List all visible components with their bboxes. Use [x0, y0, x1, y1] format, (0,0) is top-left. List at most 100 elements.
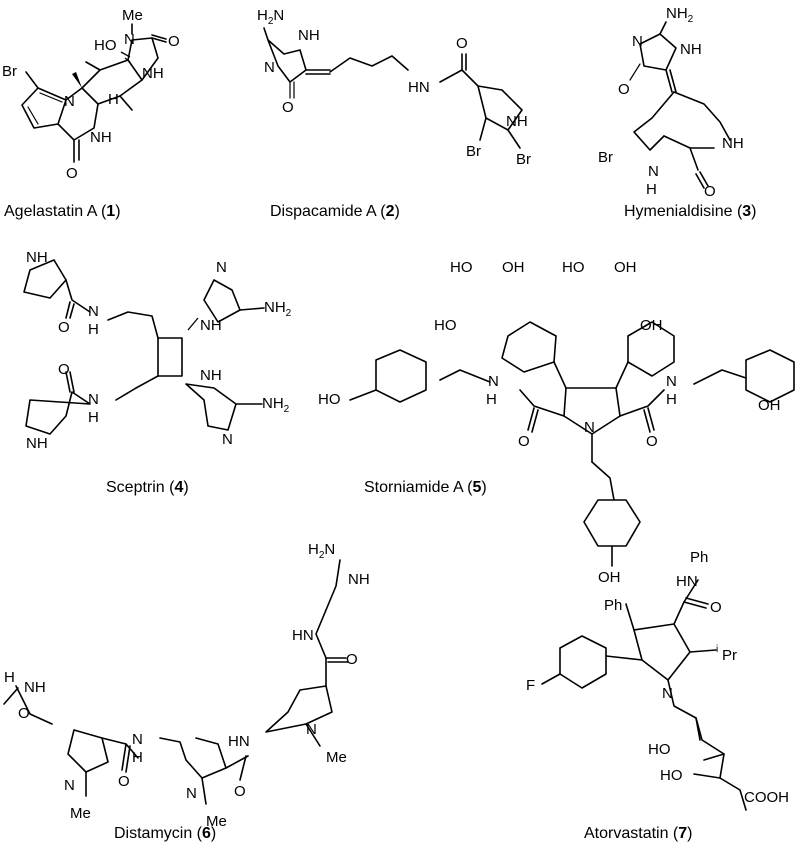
atom-label: H — [88, 409, 99, 426]
structure-distamycin: H O NH N Me O N H N Me O HN N Me O HN H2… — [3, 541, 370, 830]
atom-label: N — [64, 777, 75, 794]
atom-label: O — [704, 183, 716, 200]
atom-label: H — [108, 91, 119, 108]
atom-label: H — [646, 181, 657, 198]
atom-label: HO — [434, 317, 457, 334]
atom-label: N — [222, 431, 233, 448]
atom-label: O — [282, 99, 294, 116]
atom-label: O — [456, 35, 468, 52]
atom-label: O — [58, 361, 70, 378]
atom-label: NH — [90, 129, 112, 146]
atom-label: N — [88, 391, 99, 408]
atom-label: NH — [200, 367, 222, 384]
structure-hymenialdisine: NH2 N NH O NH Br N H O — [598, 5, 744, 200]
atom-label: Me — [70, 805, 91, 822]
atom-label: N — [632, 33, 643, 50]
atom-label: N — [666, 373, 677, 390]
atom-label: Ph — [690, 549, 708, 566]
caption-storniamide-a: Storniamide A (5) — [364, 479, 487, 496]
caption-agelastatin-a: Agelastatin A (1) — [4, 203, 121, 220]
structure-storniamide-a: HO OH HO HO OH OH HO N H O N O N H OH OH — [318, 259, 795, 586]
atom-label: N — [88, 303, 99, 320]
atom-label: OH — [598, 569, 621, 586]
atom-label: N — [648, 163, 659, 180]
structure-atorvastatin: Ph HN O Ph i Pr N F HO HO COOH — [526, 549, 789, 811]
atom-label: HO — [94, 37, 117, 54]
atom-label: i — [716, 644, 718, 655]
atom-label: NH2 — [666, 5, 694, 25]
atom-label: O — [618, 81, 630, 98]
atom-label: Ph — [604, 597, 622, 614]
atom-label: O — [646, 433, 658, 450]
atom-label: NH — [24, 679, 46, 696]
atom-label: OH — [614, 259, 637, 276]
atom-label: NH — [26, 249, 48, 266]
atom-label: NH — [200, 317, 222, 334]
atom-label: COOH — [744, 789, 789, 806]
caption-atorvastatin: Atorvastatin (7) — [584, 825, 693, 842]
atom-label: HO — [318, 391, 341, 408]
atom-label: N — [216, 259, 227, 276]
atom-label: HN — [228, 733, 250, 750]
structure-dispacamide-a: H2N NH N O HN O NH Br Br — [257, 7, 531, 168]
atom-label: NH — [348, 571, 370, 588]
atom-label: O — [168, 33, 180, 50]
atom-label: NH — [142, 65, 164, 82]
atom-label: NH2 — [262, 395, 290, 415]
atom-label: N — [662, 685, 673, 702]
atom-label: N — [488, 373, 499, 390]
atom-label: O — [58, 319, 70, 336]
atom-label: H2N — [257, 7, 284, 27]
atom-label: HN — [408, 79, 430, 96]
atom-label: O — [346, 651, 358, 668]
atom-label: HN — [676, 573, 698, 590]
atom-label: N — [186, 785, 197, 802]
atom-label: Br — [598, 149, 613, 166]
atom-label: OH — [640, 317, 663, 334]
atom-label: NH — [506, 113, 528, 130]
atom-label: Pr — [722, 647, 737, 664]
atom-label: O — [118, 773, 130, 790]
atom-label: NH — [680, 41, 702, 58]
caption-sceptrin: Sceptrin (4) — [106, 479, 189, 496]
atom-label: OH — [502, 259, 525, 276]
atom-label: Br — [466, 143, 481, 160]
caption-distamycin: Distamycin (6) — [114, 825, 216, 842]
atom-label: O — [518, 433, 530, 450]
atom-label: O — [710, 599, 722, 616]
atom-label: F — [526, 677, 535, 694]
structure-sceptrin: NH O N H N NH2 NH O N H NH NH2 N NH — [23, 249, 292, 452]
caption-hymenialdisine: Hymenialdisine (3) — [624, 203, 757, 220]
atom-label: NH — [298, 27, 320, 44]
atom-label: HO — [660, 767, 683, 784]
atom-label: N — [306, 721, 317, 738]
atom-label: N — [264, 59, 275, 76]
atom-label: Me — [206, 813, 227, 830]
structure-agelastatin-a: Br N O NH H HO N Me O NH — [2, 7, 180, 182]
atom-label: NH — [722, 135, 744, 152]
atom-label: NH — [26, 435, 48, 452]
atom-label: Me — [326, 749, 347, 766]
caption-dispacamide-a: Dispacamide A (2) — [270, 203, 400, 220]
atom-label: HN — [292, 627, 314, 644]
atom-label: Me — [122, 7, 143, 24]
atom-label: H — [486, 391, 497, 408]
atom-label: HO — [562, 259, 585, 276]
atom-label: N — [584, 419, 595, 436]
atom-label: Br — [516, 151, 531, 168]
atom-label: N — [132, 731, 143, 748]
atom-label: HO — [450, 259, 473, 276]
atom-label: H — [4, 669, 15, 686]
atom-label: HO — [648, 741, 671, 758]
atom-label: O — [234, 783, 246, 800]
atom-label: O — [18, 705, 30, 722]
atom-label: H — [88, 321, 99, 338]
atom-label: O — [66, 165, 78, 182]
atom-label: H — [132, 749, 143, 766]
atom-label: Br — [2, 63, 17, 80]
atom-label: NH2 — [264, 299, 292, 319]
atom-label: H — [666, 391, 677, 408]
atom-label: N — [124, 31, 135, 48]
atom-label: H2N — [308, 541, 335, 561]
